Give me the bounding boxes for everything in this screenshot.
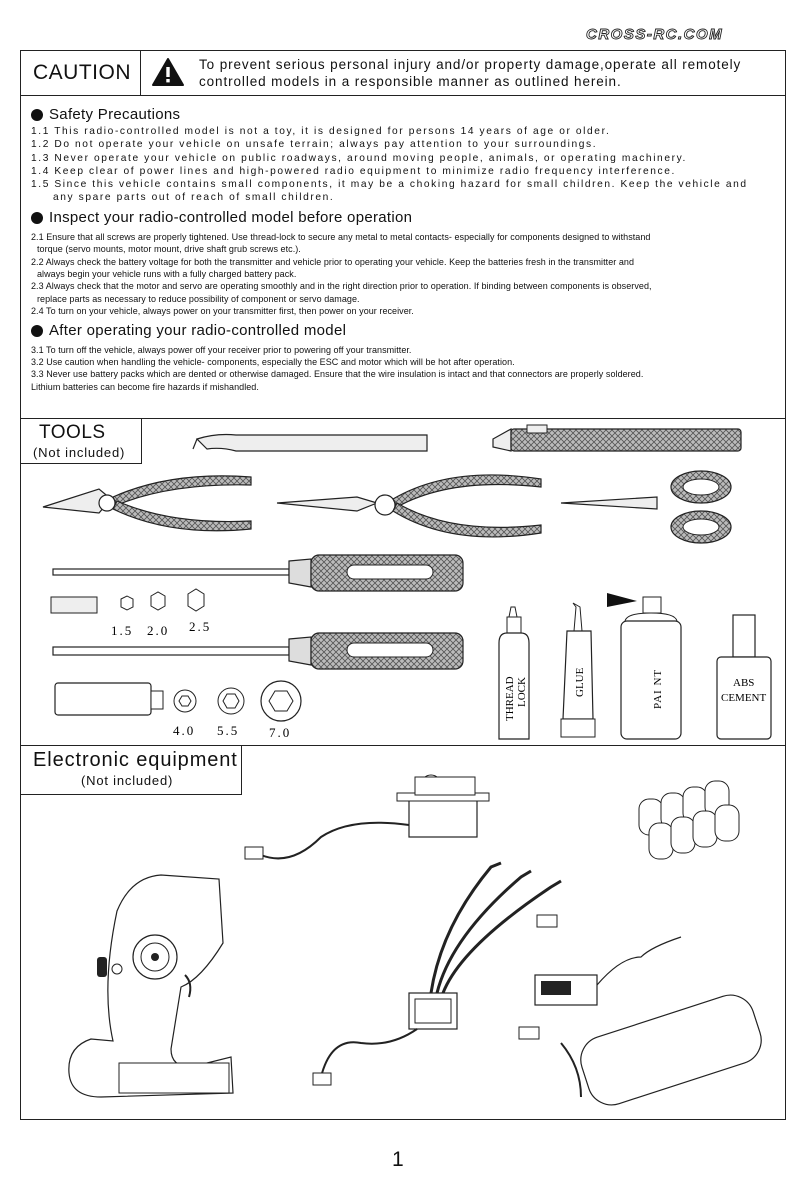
hex-sizes-large [173, 680, 302, 722]
bullet-icon [31, 109, 43, 121]
after-line: 3.2 Use caution when handling the vehicl… [31, 357, 515, 368]
nut-driver-tip-icon [54, 682, 164, 716]
inspect-line: replace parts as necessary to reduce pos… [37, 293, 360, 304]
manual-page-frame: CAUTION To prevent serious personal inju… [20, 50, 786, 1120]
tweezers-icon [192, 433, 428, 452]
hex-size-label: 7.0 [269, 725, 291, 740]
safety-line: any spare parts out of reach of small ch… [53, 192, 335, 204]
bullet-icon [31, 324, 43, 337]
glue-tube-icon [560, 602, 596, 738]
caution-label: CAUTION [21, 51, 141, 95]
inspect-line: always begin your vehicle runs with a fu… [37, 269, 297, 279]
inspect-line: 2.4 To turn on your vehicle, always powe… [31, 306, 414, 317]
tools-label-box: TOOLS (Not included) [21, 418, 142, 464]
thread-lock-label: LOCK [516, 677, 528, 707]
aa-batteries-icon [638, 780, 740, 860]
hex-size-label: 2.0 [147, 623, 169, 638]
caution-line-2: controlled models in a responsible manne… [199, 74, 622, 89]
servo-icon [244, 774, 490, 860]
safety-heading-text: Safety Precautions [49, 106, 181, 123]
esc-icon [312, 861, 562, 1086]
page-number: 1 [392, 1148, 404, 1171]
brand-logo-text: CROSS-RC.COM [586, 26, 723, 43]
hex-size-label: 2.5 [189, 619, 211, 634]
abs-label: CEMENT [721, 692, 767, 704]
safety-line: 1.2 Do not operate your vehicle on unsaf… [31, 139, 598, 151]
nut-driver-icon [52, 632, 464, 670]
safety-heading: Safety Precautions [31, 105, 776, 125]
utility-knife-icon [492, 424, 742, 452]
safety-line: 1.3 Never operate your vehicle on public… [31, 152, 687, 164]
after-line: 3.1 To turn off the vehicle, always powe… [31, 344, 412, 355]
bullet-icon [31, 211, 43, 224]
caution-line-1: To prevent serious personal injury and/o… [199, 57, 742, 72]
paint-label: PAI NT [652, 669, 664, 709]
tools-illustration: 1.5 2.0 2.5 4.0 5.5 7.0 [42, 424, 772, 740]
hex-size-label: 1.5 [111, 623, 133, 638]
tools-subtitle: (Not included) [33, 445, 126, 460]
electronics-title: Electronic equipment [33, 749, 238, 771]
electronics-illustration [68, 774, 762, 1106]
transmitter-icon [68, 874, 234, 1098]
paint-spray-can-icon [607, 593, 682, 740]
caution-message: To prevent serious personal injury and/o… [199, 56, 769, 90]
thread-lock-label: THREAD [504, 676, 516, 721]
inspect-line: 2.2 Always check the battery voltage for… [31, 256, 635, 267]
caution-banner: CAUTION To prevent serious personal inju… [21, 51, 785, 96]
safety-line: 1.4 Keep clear of power lines and high-p… [31, 165, 676, 177]
inspect-line: torque (servo mounts, motor mount, drive… [37, 244, 301, 255]
safety-line: 1.1 This radio-controlled model is not a… [31, 126, 611, 137]
tools-title: TOOLS [39, 422, 106, 443]
side-cutters-icon [42, 475, 252, 532]
receiver-icon [534, 936, 682, 1006]
abs-cement-bottle-icon [716, 614, 772, 740]
warning-triangle-icon [152, 58, 184, 86]
inspect-line: 2.3 Always check that the motor and serv… [31, 281, 652, 292]
abs-label: ABS [733, 677, 754, 689]
inspect-heading: Inspect your radio-controlled model befo… [31, 208, 776, 228]
scissors-icon [560, 470, 732, 544]
after-line: Lithium batteries can become fire hazard… [31, 381, 259, 392]
brand-logo: CROSS-RC.COM [584, 24, 774, 44]
tools-divider [21, 418, 785, 419]
battery-pack-icon [518, 994, 762, 1106]
after-heading: After operating your radio-controlled mo… [31, 321, 776, 341]
electronics-divider [21, 745, 785, 746]
inspect-heading-text: Inspect your radio-controlled model befo… [49, 208, 413, 226]
electronics-subtitle: (Not included) [81, 773, 174, 788]
safety-line: 1.5 Since this vehicle contains small co… [31, 179, 748, 191]
inspect-line: 2.1 Ensure that all screws are properly … [31, 231, 651, 242]
after-heading-text: After operating your radio-controlled mo… [49, 321, 347, 339]
hex-driver-icon [52, 554, 464, 592]
safety-section: Safety Precautions 1.1 This radio-contro… [31, 105, 776, 393]
driver-tip-icon [50, 596, 98, 614]
after-line: 3.3 Never use battery packs which are de… [31, 369, 644, 380]
glue-label: GLUE [574, 667, 586, 697]
hex-size-label: 4.0 [173, 723, 195, 738]
needle-nose-pliers-icon [276, 474, 542, 538]
electronics-label-box: Electronic equipment (Not included) [21, 745, 242, 795]
thread-lock-bottle-icon [498, 606, 530, 740]
hex-size-label: 5.5 [217, 723, 239, 738]
hex-sizes-small [120, 588, 205, 612]
